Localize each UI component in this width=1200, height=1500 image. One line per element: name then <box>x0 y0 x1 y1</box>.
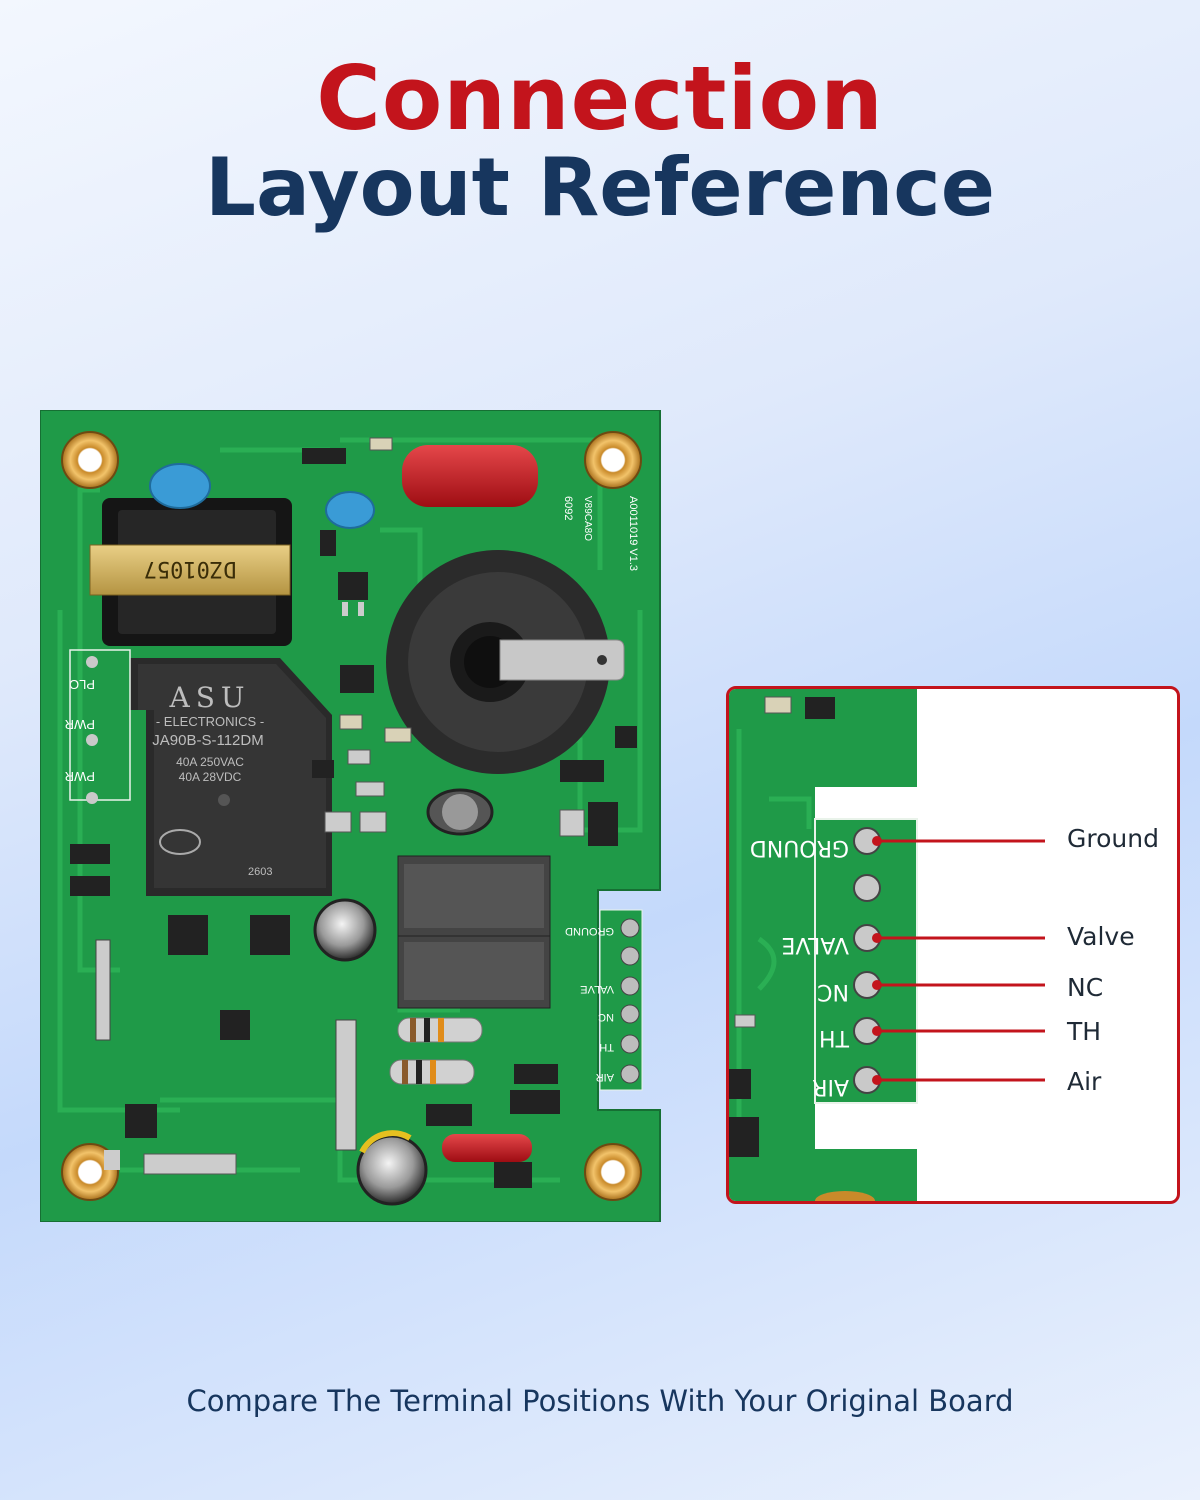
svg-text:JA90B-S-112DM: JA90B-S-112DM <box>152 732 263 749</box>
svg-text:NC: NC <box>598 1011 614 1023</box>
svg-text:VALVE: VALVE <box>782 932 849 957</box>
svg-text:2603: 2603 <box>248 866 272 878</box>
callout-nc: NC <box>1067 973 1104 1002</box>
mounting-holes <box>61 431 642 1201</box>
sensor <box>386 550 625 774</box>
svg-text:GROUND: GROUND <box>565 925 614 937</box>
svg-text:PWR: PWR <box>65 717 95 732</box>
callout-air: Air <box>1067 1067 1102 1096</box>
callout-th: TH <box>1067 1017 1102 1046</box>
footer-caption: Compare The Terminal Positions With Your… <box>186 1384 1014 1418</box>
svg-text:- ELECTRONICS -: - ELECTRONICS - <box>156 714 264 729</box>
title-line-2: Layout Reference <box>205 141 995 234</box>
svg-text:AIR: AIR <box>596 1071 614 1083</box>
svg-text:NC: NC <box>817 979 849 1004</box>
terminal-block: GROUND VALVE NC TH AIR <box>565 909 643 1091</box>
callout-lines <box>879 839 1045 1082</box>
transformer: DZ01057 <box>89 498 292 646</box>
svg-text:6092: 6092 <box>562 496 574 520</box>
zoom-board-image: GROUND VALVE NC TH AIR <box>729 689 1045 1201</box>
svg-text:PWR: PWR <box>65 769 95 784</box>
title-line-1: Connection <box>316 47 884 150</box>
zoom-panel: GROUND VALVE NC TH AIR <box>726 686 1180 1204</box>
svg-text:AIR: AIR <box>812 1074 849 1099</box>
callout-ground: Ground <box>1067 824 1159 853</box>
svg-text:VALVE: VALVE <box>580 983 614 995</box>
svg-text:DZ01057: DZ01057 <box>144 556 237 581</box>
pcb-board: DZ01057 A0011019 V1.3 6092 V89CA8O ASU -… <box>40 410 661 1222</box>
svg-text:40A 250VAC: 40A 250VAC <box>176 755 244 769</box>
svg-text:ASU: ASU <box>169 681 251 714</box>
svg-text:PLO: PLO <box>69 677 95 692</box>
relay: ASU - ELECTRONICS - JA90B-S-112DM 40A 25… <box>130 658 332 896</box>
svg-text:A0011019 V1.3: A0011019 V1.3 <box>627 496 639 571</box>
svg-text:TH: TH <box>819 1025 850 1050</box>
svg-text:40A 28VDC: 40A 28VDC <box>179 770 242 784</box>
callout-valve: Valve <box>1067 922 1135 951</box>
svg-text:V89CA8O: V89CA8O <box>582 496 593 541</box>
svg-text:TH: TH <box>599 1041 614 1053</box>
svg-text:GROUND: GROUND <box>750 835 849 860</box>
